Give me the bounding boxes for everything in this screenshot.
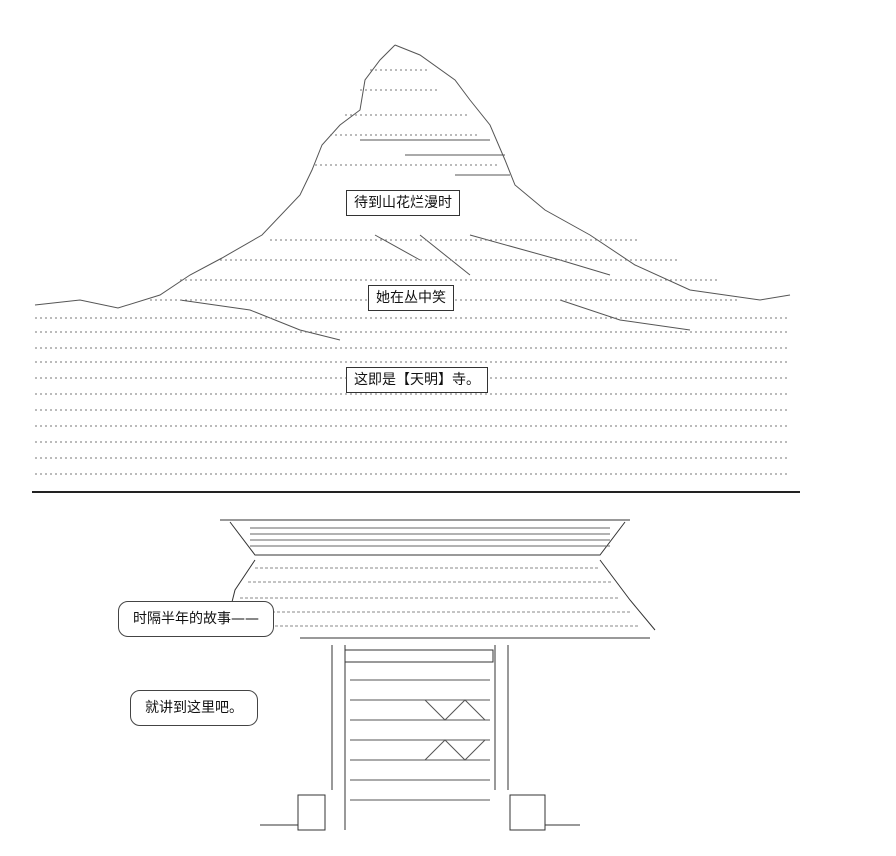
caption-line-1: 待到山花烂漫时 bbox=[346, 190, 460, 216]
speech-bubble-1: 时隔半年的故事—— bbox=[118, 601, 274, 637]
temple-gate bbox=[220, 519, 656, 831]
caption-line-3: 这即是【天明】寺。 bbox=[346, 367, 488, 393]
speech-bubble-2: 就讲到这里吧。 bbox=[130, 690, 258, 726]
caption-line-2: 她在丛中笑 bbox=[368, 285, 454, 311]
mountain-outline bbox=[34, 44, 396, 309]
